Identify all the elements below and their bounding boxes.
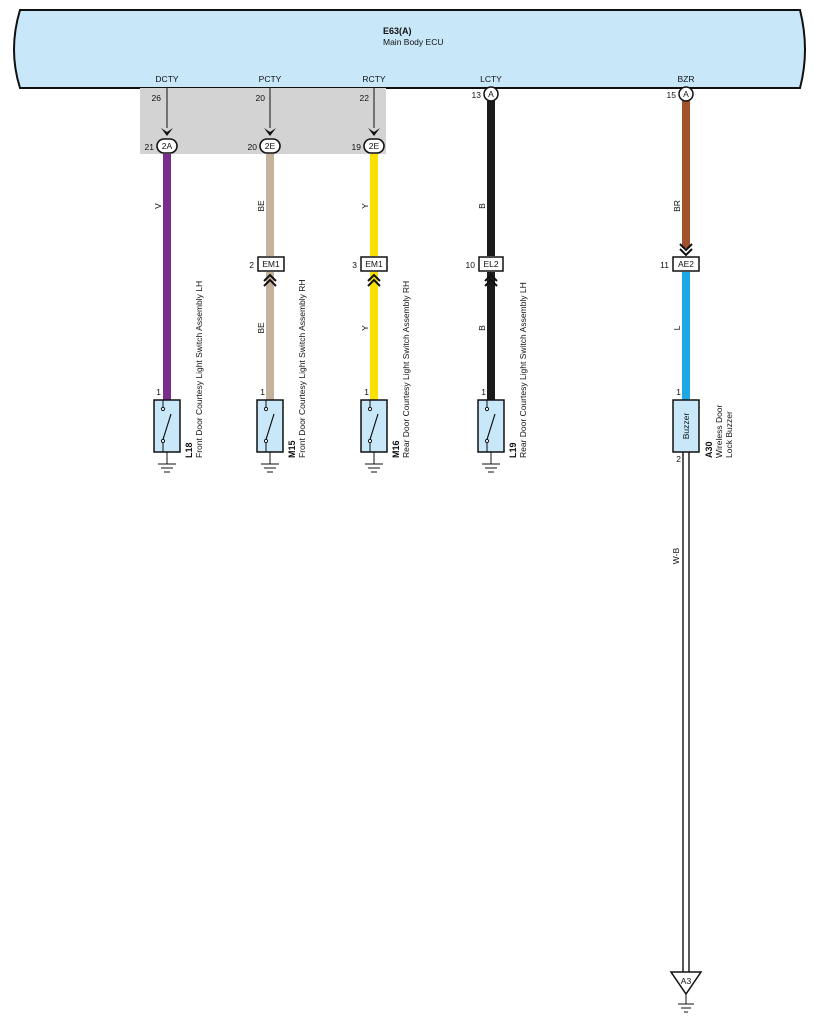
- inline-connector-ae2: AE2: [672, 256, 700, 272]
- door-switch-m15: [256, 399, 284, 473]
- component-name-a30: Wireless Door: [714, 404, 724, 458]
- component-code-l18: L18: [184, 442, 194, 458]
- chevron-up-icon: [367, 273, 381, 287]
- svg-text:EM1: EM1: [262, 259, 280, 269]
- switch-pin: 1: [156, 387, 161, 397]
- wire-label-be: BE: [256, 322, 266, 334]
- svg-text:2A: 2A: [162, 141, 173, 151]
- wire-label-b: B: [477, 325, 487, 331]
- component-name-a30: Lock Buzzer: [724, 411, 734, 458]
- svg-text:A3: A3: [681, 976, 692, 986]
- inline-pin: 10: [466, 260, 476, 270]
- buzzer-label: Buzzer: [681, 413, 691, 440]
- inline-pin: 2: [249, 260, 254, 270]
- switch-icon: [367, 400, 379, 452]
- ground-icon: [158, 452, 176, 473]
- ground-icon: [678, 994, 694, 1013]
- signal-rcty: RCTY: [362, 74, 385, 84]
- switch-pin: 1: [481, 387, 486, 397]
- wire-label-be: BE: [256, 200, 266, 212]
- ecu-box: [13, 9, 806, 89]
- wire-label-y: Y: [360, 325, 370, 331]
- signal-bzr: BZR: [678, 74, 695, 84]
- buzzer-component: Buzzer: [672, 399, 700, 453]
- connector-a: A: [678, 86, 694, 102]
- wire-label-br: BR: [672, 200, 682, 212]
- inline-connector-el2: EL2: [478, 256, 504, 272]
- ecu-name: Main Body ECU: [383, 37, 443, 47]
- chevron-down-icon: [679, 243, 693, 257]
- ecu-pin-22: 22: [360, 93, 370, 103]
- wire-label-l: L: [672, 325, 682, 330]
- junction-pin: 21: [145, 142, 155, 152]
- svg-text:EL2: EL2: [483, 259, 498, 269]
- switch-icon: [484, 400, 496, 452]
- junction-pin: 19: [352, 142, 362, 152]
- component-code-a30: A30: [704, 441, 714, 458]
- switch-pin: 1: [364, 387, 369, 397]
- inline-connector-em1: EM1: [360, 256, 388, 272]
- wire-label-y: Y: [360, 203, 370, 209]
- junction-2a: 2A: [156, 138, 178, 154]
- buzzer-pin-out: 2: [676, 454, 681, 464]
- ecu-pin-20: 20: [256, 93, 266, 103]
- svg-text:AE2: AE2: [678, 259, 694, 269]
- component-code-m15: M15: [287, 440, 297, 458]
- svg-text:2E: 2E: [369, 141, 380, 151]
- chevron-up-icon: [484, 273, 498, 287]
- ground-icon: [261, 452, 279, 473]
- svg-text:2E: 2E: [265, 141, 276, 151]
- svg-text:A: A: [683, 89, 689, 99]
- ground-point-a3: A3: [669, 971, 703, 996]
- wire-label-wb: W-B: [671, 547, 681, 564]
- wire-label-v: V: [153, 203, 163, 209]
- ground-icon: [482, 452, 500, 473]
- signal-dcty: DCTY: [155, 74, 178, 84]
- component-code-l19: L19: [508, 442, 518, 458]
- wire-label-b: B: [477, 203, 487, 209]
- component-name-l18: Front Door Courtesy Light Switch Assembl…: [194, 281, 204, 458]
- buzzer-pin-in: 1: [676, 387, 681, 397]
- door-switch-l18: [153, 399, 181, 473]
- arrow-icon: [368, 128, 380, 136]
- component-name-l19: Rear Door Courtesy Light Switch Assembly…: [518, 282, 528, 458]
- arrow-icon: [161, 128, 173, 136]
- ecu-pin-15: 15: [667, 90, 677, 100]
- junction-pin: 20: [248, 142, 258, 152]
- inline-connector-em1: EM1: [257, 256, 285, 272]
- switch-pin: 1: [260, 387, 265, 397]
- junction-2e: 2E: [259, 138, 281, 154]
- ecu-id: E63(A): [383, 26, 412, 36]
- inline-pin: 3: [352, 260, 357, 270]
- connector-a: A: [483, 86, 499, 102]
- arrow-icon: [264, 128, 276, 136]
- component-name-m15: Front Door Courtesy Light Switch Assembl…: [297, 279, 307, 458]
- door-switch-l19: [477, 399, 505, 473]
- ecu-pin-26: 26: [152, 93, 162, 103]
- switch-icon: [160, 400, 172, 452]
- switch-icon: [263, 400, 275, 452]
- chevron-up-icon: [263, 273, 277, 287]
- ecu-pin-13: 13: [472, 90, 482, 100]
- inline-pin: 11: [660, 260, 669, 270]
- junction-2e: 2E: [363, 138, 385, 154]
- svg-text:EM1: EM1: [365, 259, 383, 269]
- svg-text:A: A: [488, 89, 494, 99]
- ground-icon: [365, 452, 383, 473]
- component-name-m16: Rear Door Courtesy Light Switch Assembly…: [401, 281, 411, 458]
- signal-lcty: LCTY: [480, 74, 502, 84]
- component-code-m16: M16: [391, 440, 401, 458]
- signal-pcty: PCTY: [259, 74, 282, 84]
- door-switch-m16: [360, 399, 388, 473]
